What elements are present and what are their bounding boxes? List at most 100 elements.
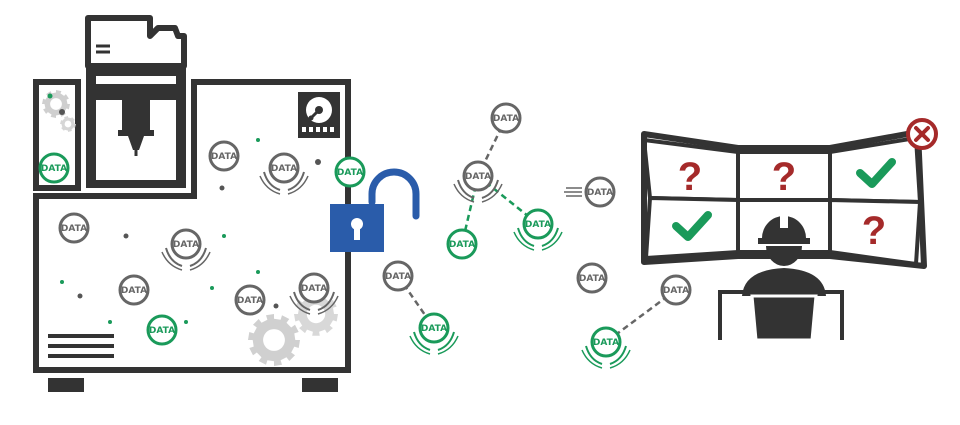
vent-lines-icon	[48, 334, 114, 358]
monitor-frame	[641, 129, 927, 269]
data-badge-circle	[58, 212, 90, 244]
vibration-wave	[541, 231, 563, 251]
vibration-wave	[453, 183, 475, 203]
side-compartment	[33, 79, 81, 191]
gear-icon	[60, 116, 76, 132]
close-circle-icon	[906, 118, 938, 150]
data-badge-label: DATA	[41, 164, 67, 174]
vibration-wave	[317, 291, 335, 311]
data-badge: DATA	[581, 326, 631, 369]
data-badge-circle	[446, 228, 478, 260]
data-badge-circle	[590, 326, 622, 358]
data-badge-label: DATA	[149, 326, 175, 336]
vibration-wave	[609, 345, 627, 365]
vibration-wave	[289, 295, 311, 315]
vibration-wave	[457, 179, 475, 199]
vibration-wave	[293, 291, 311, 311]
data-badge-label: DATA	[61, 224, 87, 234]
data-badge-circle	[462, 160, 494, 192]
machine-foot-right	[302, 378, 338, 392]
hard-drive-icon	[298, 92, 340, 138]
vibration-wave	[287, 171, 305, 191]
data-badge-circle	[584, 176, 616, 208]
data-badge-circle	[298, 272, 330, 304]
data-badge: DATA	[490, 102, 522, 134]
vibration-wave	[437, 335, 459, 355]
operator-with-helmet-icon	[718, 214, 844, 342]
gear-icon	[248, 314, 300, 366]
data-badge-label: DATA	[663, 286, 689, 296]
data-badge-label: DATA	[421, 324, 447, 334]
data-badge-label: DATA	[579, 274, 605, 284]
data-badge-label: DATA	[337, 168, 363, 178]
vibration-wave	[541, 227, 559, 247]
unlocked-padlock-icon	[330, 168, 420, 252]
data-badge: DATA	[58, 212, 90, 244]
data-badge-circle	[170, 228, 202, 260]
data-badge-label: DATA	[465, 172, 491, 182]
vibration-wave	[413, 331, 431, 351]
data-badge-circle	[522, 208, 554, 240]
vibration-wave	[189, 251, 211, 271]
data-badge-circle	[334, 156, 366, 188]
data-badge: DATA	[334, 156, 366, 188]
status-unknown-icon: ?	[862, 209, 886, 253]
cartridge-icon	[85, 15, 187, 69]
vibration-wave	[481, 183, 503, 203]
data-badge-label: DATA	[173, 240, 199, 250]
data-badge: DATA	[259, 152, 309, 195]
data-badge: DATA	[409, 312, 459, 355]
vibration-wave	[317, 295, 339, 315]
data-badge: DATA	[576, 262, 608, 294]
data-badge: DATA	[564, 176, 616, 208]
vibration-wave	[409, 335, 431, 355]
machine-icon	[33, 15, 351, 392]
vibration-wave	[259, 175, 281, 195]
status-unknown-icon: ?	[678, 155, 702, 199]
data-badge-label: DATA	[271, 164, 297, 174]
data-badge-circle	[38, 152, 70, 184]
data-badge: DATA	[382, 260, 414, 292]
data-badge-circle	[382, 260, 414, 292]
data-badge-circle	[660, 274, 692, 306]
vibration-wave	[517, 227, 535, 247]
status-unknown-icon: ?	[772, 155, 796, 199]
data-badge: DATA	[289, 272, 339, 315]
data-badge: DATA	[161, 228, 211, 271]
vibration-wave	[165, 247, 183, 267]
vibration-wave	[581, 349, 603, 369]
data-badge-circle	[576, 262, 608, 294]
vibration-wave	[263, 171, 281, 191]
vibration-wave	[481, 179, 499, 199]
data-badge: DATA	[234, 284, 266, 316]
vibration-wave	[513, 231, 535, 251]
machine-foot-left	[48, 378, 84, 392]
monitor-wall: ? ? ?	[641, 118, 938, 342]
data-badge-circle	[490, 102, 522, 134]
data-badge-circle	[234, 284, 266, 316]
data-badge-circle	[268, 152, 300, 184]
particle-dots	[47, 93, 321, 324]
data-badge: DATA	[38, 152, 70, 184]
data-badge: DATA	[118, 274, 150, 306]
data-badge-circle	[118, 274, 150, 306]
vibration-wave	[437, 331, 455, 351]
checkmark-icon	[672, 211, 712, 241]
data-badge-label: DATA	[449, 240, 475, 250]
data-badge: DATA	[208, 140, 240, 172]
data-badge-label: DATA	[301, 284, 327, 294]
data-badge: DATA	[146, 314, 178, 346]
data-badge: DATA	[660, 274, 692, 306]
data-badge-circle	[208, 140, 240, 172]
data-badge-label: DATA	[385, 272, 411, 282]
vibration-wave	[609, 349, 631, 369]
data-badge-label: DATA	[593, 338, 619, 348]
data-badge: DATA	[513, 208, 563, 251]
data-badge-circle	[146, 314, 178, 346]
data-badge-label: DATA	[211, 152, 237, 162]
checkmark-icon	[856, 158, 896, 188]
machine-body	[33, 79, 351, 373]
data-badge-label: DATA	[237, 296, 263, 306]
